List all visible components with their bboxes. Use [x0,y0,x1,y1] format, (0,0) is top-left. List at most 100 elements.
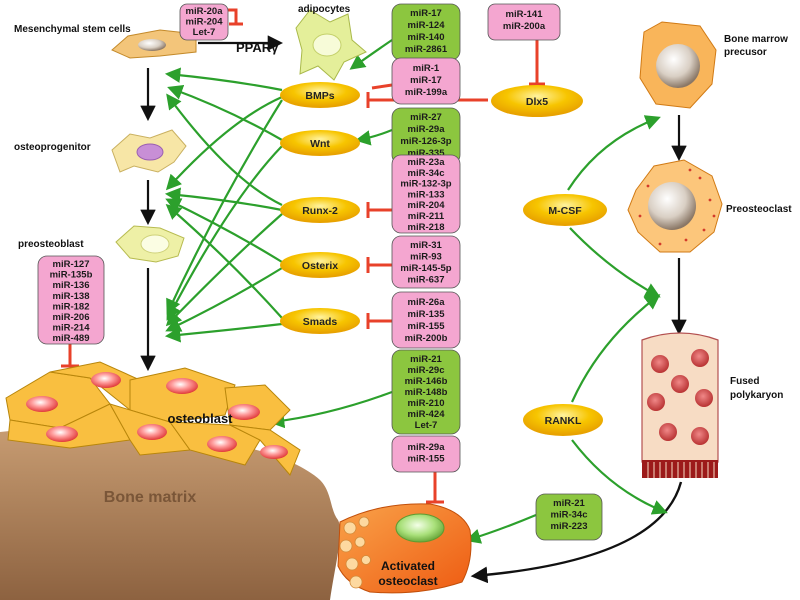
mirna-entry: miR-200b [405,333,448,344]
preosteoblast-cell [115,225,185,263]
wnt-to-msc-arrow [167,85,283,141]
mirna-entry: miR-29c [408,365,445,376]
mirna-entry: miR-27 [410,112,442,123]
adipocyte-cell [295,9,367,81]
osteoblast-promoter-mirna-box: miR-21miR-29cmiR-146bmiR-148bmiR-210miR-… [391,349,461,435]
mcsf-to-fusion-arrow [569,227,661,298]
mirna-entry: miR-214 [53,323,91,334]
preosteoclast-label: Preosteoclast [726,204,792,215]
rankl-label: RANKL [545,415,582,427]
osteoblast-nucleus [166,378,198,394]
runx2-inhibitor-mirna-box: miR-23amiR-34cmiR-132-3pmiR-133miR-204mi… [391,154,461,234]
osterix-to-progenitor-arrow [165,198,283,263]
osteoblast-nucleus [91,372,121,388]
mirna-entry: miR-200a [503,21,546,32]
osteoblast-nucleus [46,426,78,442]
preosteoclast-cell [627,159,723,253]
mirna-entry: miR-17 [410,75,442,86]
mir1-to-bmps-line [371,83,393,90]
osteoblast-nucleus [26,396,58,412]
osterix-to-preosteoblast-arrow [165,267,283,332]
mirna-entry: miR-126-3p [400,136,451,147]
fused-label-1: Fused [730,376,759,387]
factor-ovals: PPARγ BMPs Wnt Runx-2 Osterix Smads Dlx5… [236,40,607,436]
mirna-entry: miR-206 [53,312,90,323]
mirna-entry: miR-141 [506,9,544,20]
smads-oval [280,308,360,334]
mirna-entry: miR-140 [408,32,445,43]
msc-cell [111,29,197,59]
mirna-entry: miR-210 [408,398,445,409]
mirna-entry: miR-124 [408,20,446,31]
mirna-entry: miR-29a [408,442,446,453]
polykaryon-to-osteoclast-arrow [470,481,683,584]
mirna-entry: miR-335 [408,148,446,159]
mirna-entry: miR-31 [410,240,442,251]
osteoprogenitor-cell [111,129,187,173]
mirna-entry: miR-146b [405,376,448,387]
runx2-to-msc-arrow [166,93,283,206]
mirna-entry: miR-93 [410,252,442,263]
runx2-to-progenitor-arrow [164,187,283,212]
mirna-entry: miR-199a [405,87,448,98]
rankl-to-osteoclast-arrow [571,439,668,515]
bmps-to-preosteoblast-arrow [166,99,283,315]
smads-to-progenitor-arrow [165,203,283,319]
osteoblast-label: osteoblast [167,411,233,426]
mirna-entry: miR-218 [408,222,445,233]
wnt-to-preosteoblast-arrow [166,145,283,321]
mirna-entry: miR-637 [408,275,445,286]
osteoblast-nucleus [137,424,167,440]
osteoblast-nucleus [207,436,237,452]
wnt-label: Wnt [310,138,330,150]
dlx5-oval [491,85,583,117]
mirna-entry: miR-132-3p [400,179,451,190]
bone-matrix-label: Bone matrix [104,489,197,506]
mirna-entry: miR-17 [410,8,442,19]
preosteoblast-inhibitor-mirna-box: miR-127miR-135bmiR-136miR-138miR-182miR-… [37,255,105,345]
ppar-label: PPARγ [236,40,279,55]
mirna-entry: miR-21 [553,498,585,509]
mirna-entry: miR-204 [408,200,446,211]
bmps-oval [280,82,360,108]
bmps-to-progenitor-arrow [165,95,283,191]
mirna-entry: miR-23a [408,157,446,168]
runx2-to-preosteoblast-arrow [165,213,283,327]
mir21-to-osteoclast-arrow [465,513,537,544]
runx2-label: Runx-2 [302,205,338,217]
mirna-entry: miR-135b [50,270,93,281]
adipocytes-label: adipocytes [298,4,351,15]
bm-precursor-label-2: precusor [724,47,767,58]
mirna-entry: miR-2861 [405,44,448,55]
mcsf-label: M-CSF [548,205,582,217]
runx2-oval [280,197,360,223]
rankl-oval [523,404,603,436]
mirna-entry: miR-136 [53,280,90,291]
bmps-to-msc-arrow [164,67,283,92]
mirna-entry: miR-155 [408,454,446,465]
mirna-entry: miR-20a [186,6,224,17]
activated-label-1: Activated [381,559,435,573]
osteoblast-layer: osteoblast [5,361,301,476]
bmps-label: BMPs [305,90,334,102]
osterix-oval [280,252,360,278]
bm-precursor-label-1: Bone marrow [724,34,788,45]
mirna-entry: Let-7 [193,27,216,38]
mirna-entry: miR-135 [408,309,446,320]
preosteoblast-label: preosteoblast [18,239,84,250]
fused-polykaryon-cell [641,332,719,478]
mcsf-oval [523,194,607,226]
wnt-oval [280,130,360,156]
mirna-entry: miR-223 [551,521,588,532]
